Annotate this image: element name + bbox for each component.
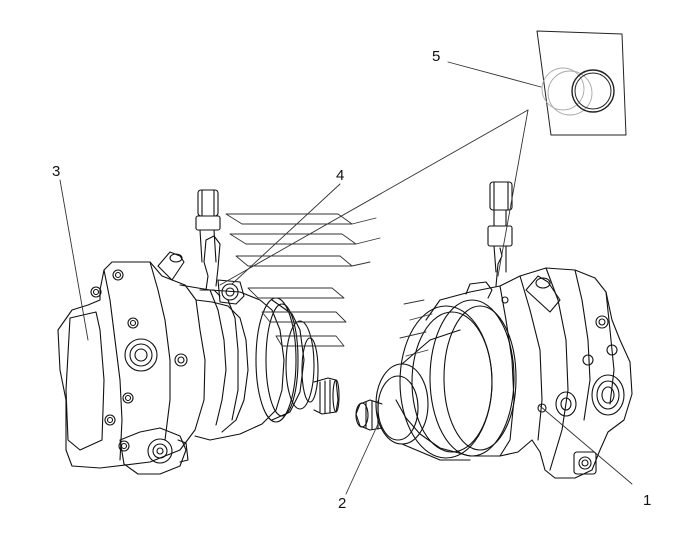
left-hydraulic-motor: [57, 189, 340, 475]
callout-label-5: 5: [432, 48, 441, 65]
assembly-arrows: [225, 213, 433, 357]
callout-label-4: 4: [336, 167, 345, 184]
right-hydraulic-motor: [355, 181, 633, 479]
callout-label-2: 2: [338, 495, 347, 512]
leader-lines: [59, 61, 633, 495]
callout-label-1: 1: [643, 492, 652, 509]
callout-label-3: 3: [52, 163, 61, 180]
seal-kit-bag: [536, 30, 627, 136]
